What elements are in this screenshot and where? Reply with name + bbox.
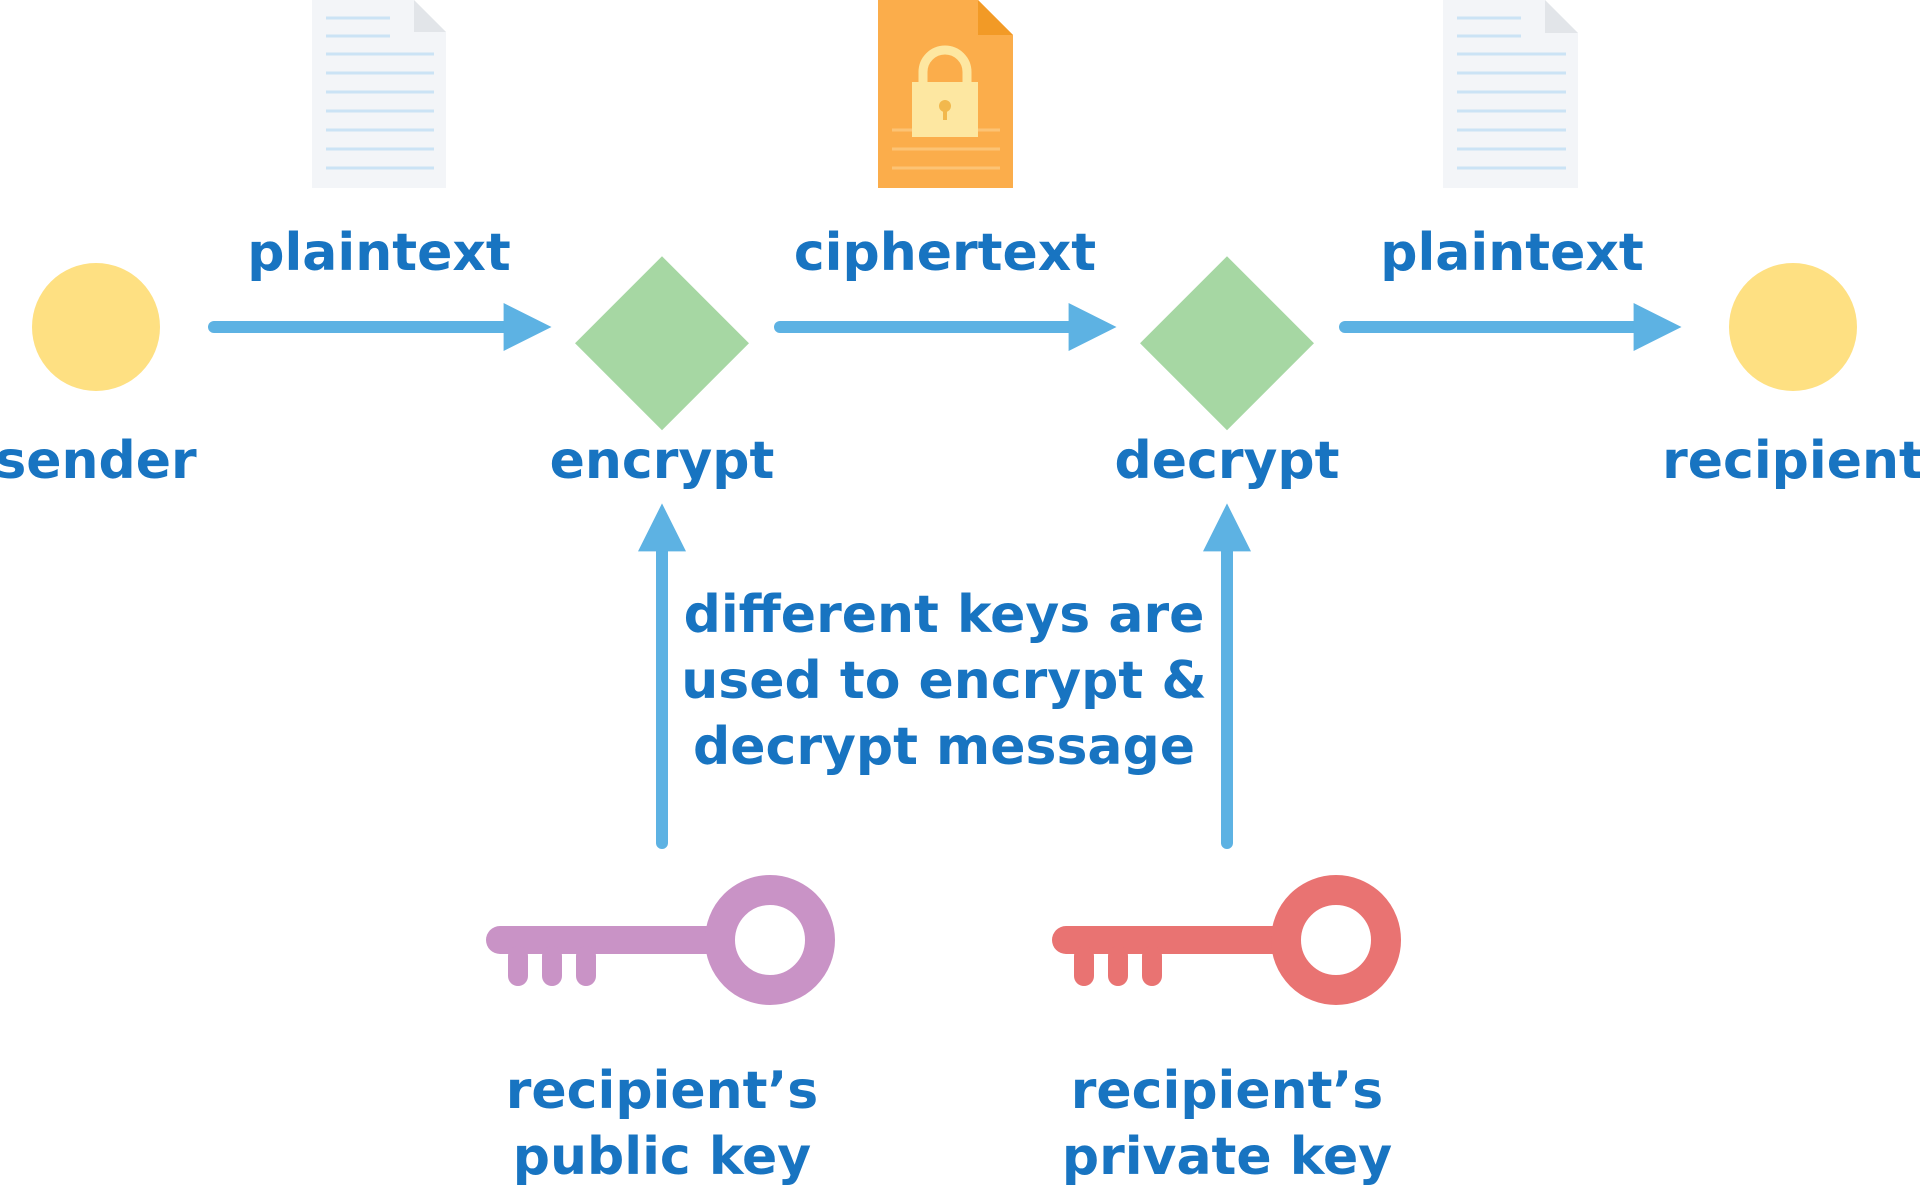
public-key-label-line-1: recipient’s [506,1061,818,1121]
public-key-icon [486,875,835,1005]
ciphertext-locked-document-icon [878,0,1013,188]
node-label-decrypt: decrypt [1115,431,1340,491]
private-key-icon [1052,875,1401,1005]
note-line-2: used to encrypt & [681,651,1206,711]
plaintext-document-icon [312,0,446,188]
private-key-label-line-2: private key [1062,1127,1392,1187]
edge-label-plaintext-out: plaintext [1380,223,1644,283]
plaintext-output-document-icon [1443,0,1578,188]
private-key-label-line-1: recipient’s [1071,1061,1383,1121]
decrypt-node [1140,256,1314,431]
public-key-label-line-2: public key [513,1127,811,1187]
node-label-recipient: recipient [1662,431,1920,491]
sender-node [32,263,160,391]
encrypt-node [575,256,749,431]
note-line-3: decrypt message [693,717,1195,777]
recipient-node [1729,263,1857,391]
keys-note: different keys are used to encrypt & dec… [681,585,1206,777]
note-line-1: different keys are [684,585,1205,645]
edge-label-ciphertext: ciphertext [794,223,1096,283]
node-label-encrypt: encrypt [550,431,775,491]
node-label-sender: sender [0,431,197,491]
edge-label-plaintext-in: plaintext [247,223,511,283]
lock-icon [912,45,978,137]
